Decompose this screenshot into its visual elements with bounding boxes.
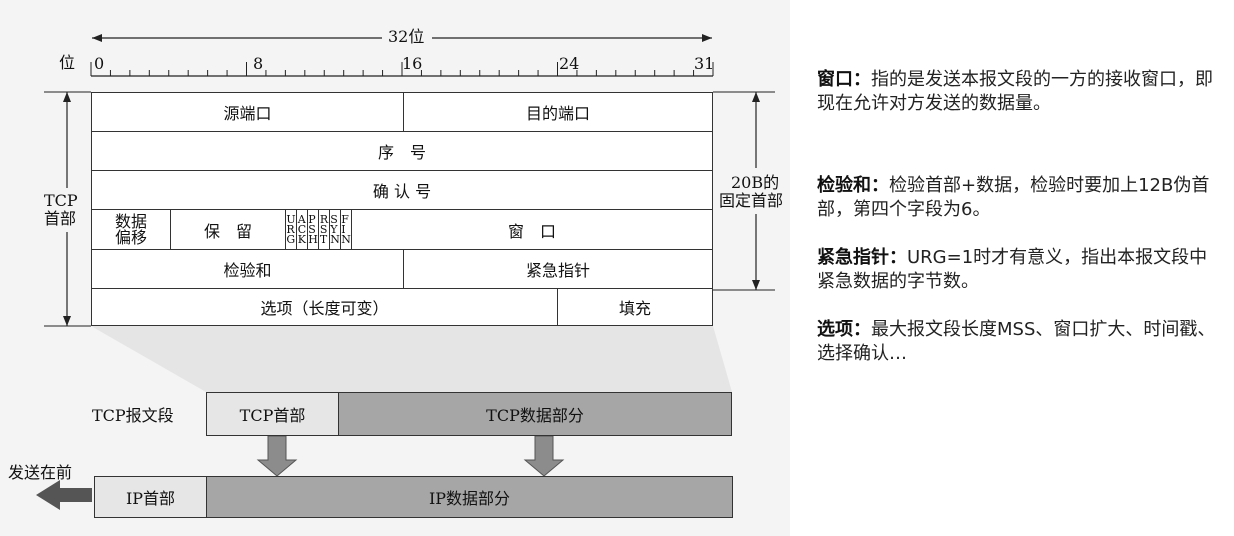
- note-term: 检验和：: [817, 175, 889, 196]
- field-data-offset: 数据 偏移: [92, 210, 170, 249]
- ip-header-box: IP首部: [94, 476, 207, 518]
- fixed-header-label-bottom: 固定首部: [719, 191, 784, 210]
- ruler-tick-label: 24: [559, 54, 580, 73]
- note-text: 指的是发送本报文段的一方的接收窗口，即现在允许对方发送的数据量。: [817, 69, 1213, 114]
- tcp-header-box: TCP首部: [206, 392, 339, 436]
- field-options: 选项（长度可变）: [260, 299, 389, 318]
- tcp-segment-label: TCP报文段: [92, 406, 174, 425]
- field-window: 窗 口: [351, 210, 712, 249]
- field-src-port: 源端口: [223, 104, 272, 123]
- note-checksum: 检验和：检验首部+数据，检验时要加上12B伪首部，第四个字段为6。: [817, 174, 1217, 222]
- row-seq: 序 号: [92, 132, 712, 171]
- tcp-header-label-top: TCP: [44, 191, 78, 210]
- note-window: 窗口：指的是发送本报文段的一方的接收窗口，即现在允许对方发送的数据量。: [817, 68, 1217, 116]
- field-urgent-pointer: 紧急指针: [403, 250, 712, 288]
- tcp-data-box: TCP数据部分: [338, 392, 732, 436]
- ruler-tick-label: 31: [694, 54, 715, 73]
- tcp-header-label-bottom: 首部: [44, 209, 77, 228]
- ruler-axis-label: 位: [59, 53, 76, 72]
- send-first-label: 发送在前: [8, 463, 73, 482]
- note-text: 检验首部+数据，检验时要加上12B伪首部，第四个字段为6。: [817, 175, 1210, 220]
- note-term: 紧急指针：: [817, 247, 907, 268]
- ruler-tick-label: 0: [94, 54, 105, 73]
- ruler-tick-label: 8: [253, 54, 264, 73]
- note-text: 最大报文段长度MSS、窗口扩大、时间戳、选择确认…: [817, 319, 1216, 364]
- note-urgent-pointer: 紧急指针：URG=1时才有意义，指出本报文段中紧急数据的字节数。: [817, 246, 1217, 294]
- ruler-total-label: 32位: [388, 27, 425, 46]
- note-text: URG=1时才有意义，指出本报文段中紧急数据的字节数。: [817, 247, 1208, 292]
- ruler-tick-label: 16: [402, 54, 423, 73]
- field-checksum: 检验和: [223, 261, 272, 280]
- note-options: 选项：最大报文段长度MSS、窗口扩大、时间戳、选择确认…: [817, 318, 1217, 366]
- data-offset-top: 数据: [114, 211, 147, 231]
- ruler-and-guides: [36, 34, 775, 510]
- ip-data-box: IP数据部分: [206, 476, 733, 518]
- row-options: 选项（长度可变） 填充: [92, 289, 712, 325]
- field-ack: 确 认 号: [372, 182, 432, 201]
- row-checksum: 检验和 紧急指针: [92, 250, 712, 289]
- down-arrow-icon: [256, 435, 298, 477]
- fixed-header-label-top: 20B的: [731, 173, 780, 192]
- field-dst-port: 目的端口: [403, 93, 712, 131]
- note-term: 窗口：: [817, 69, 871, 90]
- field-padding: 填充: [557, 289, 712, 325]
- row-ports: 源端口 目的端口: [92, 93, 712, 132]
- notes-panel: [790, 0, 1234, 536]
- field-seq: 序 号: [377, 143, 426, 162]
- row-ack: 确 认 号: [92, 171, 712, 210]
- data-offset-bottom: 偏移: [114, 227, 147, 247]
- field-reserved: 保 留: [170, 210, 285, 249]
- note-term: 选项：: [817, 319, 871, 340]
- down-arrow-icon: [523, 435, 565, 477]
- left-arrow-icon: [36, 480, 92, 510]
